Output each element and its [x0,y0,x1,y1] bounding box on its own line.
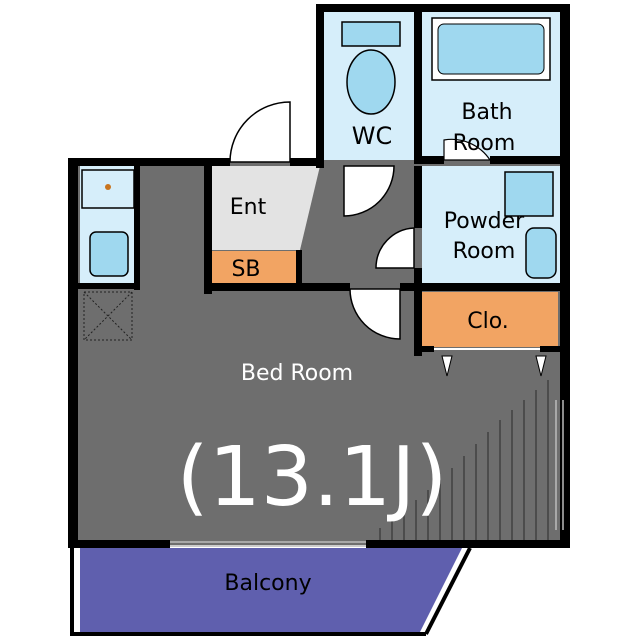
powder-room-label-line1: Powder [444,209,525,234]
kitchen-sink-icon [89,231,129,277]
shoe-box-label: SB [231,257,260,282]
windows [170,400,564,547]
shoe-box[interactable] [212,251,296,283]
powder-room-label-line2: Room [453,239,516,264]
wc-label: WC [352,122,393,150]
balcony-floor[interactable] [80,548,462,632]
balcony-railing [424,547,472,635]
wash-basin-icon [525,227,557,279]
washing-machine-icon [504,171,554,217]
walls [68,4,570,636]
bath-room-label-line2: Room [453,131,516,156]
refrigerator-space-icon [83,291,133,341]
bed-room-label: Bed Room [241,361,353,386]
bedroom-door[interactable] [349,288,401,340]
burner-icon [105,184,111,190]
balcony-label: Balcony [224,571,311,596]
entrance-door[interactable] [229,101,291,163]
powder-room-door[interactable] [375,227,415,269]
bed-room-size-label: (13.1J) [177,430,448,525]
entrance-floor[interactable] [208,166,320,250]
toilet-icon [341,21,401,115]
bath-door[interactable] [443,138,492,161]
wc-door[interactable] [343,165,395,217]
bathtub-icon [431,17,551,81]
entrance-label: Ent [230,195,267,220]
closet-label: Clo. [467,309,509,334]
closet[interactable] [422,292,558,347]
window-hatching [379,380,549,540]
bath-room-label-line1: Bath [461,100,512,125]
closet-door-marks [434,348,547,377]
